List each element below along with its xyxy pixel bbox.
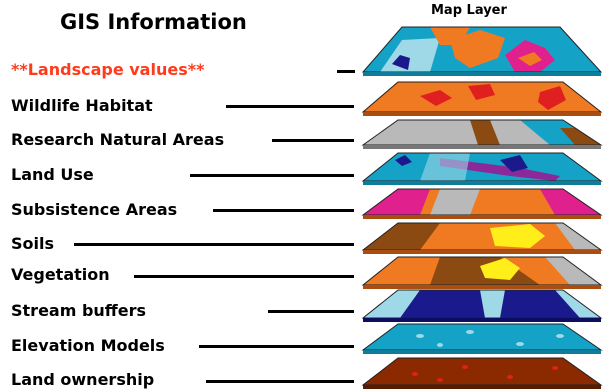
- connector-line: [337, 70, 355, 73]
- layer-soils: [363, 223, 601, 250]
- connector-line: [272, 139, 354, 142]
- layer-elevation-models: [363, 324, 601, 350]
- layer-label-vegetation: Vegetation: [11, 265, 110, 284]
- page-title: GIS Information: [60, 10, 247, 34]
- layer-land-use: [363, 153, 601, 181]
- layer-label-elevation-models: Elevation Models: [11, 336, 165, 355]
- connector-line: [226, 105, 354, 108]
- layer-label-land-ownership: Land ownership: [11, 370, 155, 389]
- layer-label-research-natural-areas: Research Natural Areas: [11, 130, 225, 149]
- layer-landscape-values: [363, 27, 601, 72]
- connector-line: [268, 310, 354, 313]
- layer-label-landscape-values: **Landscape values**: [11, 60, 205, 79]
- layer-label-land-use: Land Use: [11, 165, 94, 184]
- layer-land-ownership: [363, 358, 601, 385]
- layer-vegetation: [363, 257, 601, 285]
- connector-line: [213, 209, 354, 212]
- layer-subsistence-areas: [363, 189, 601, 215]
- layer-label-subsistence-areas: Subsistence Areas: [11, 200, 178, 219]
- connector-line: [190, 174, 354, 177]
- connector-line: [134, 275, 354, 278]
- layer-stream-buffers: [363, 290, 601, 318]
- layer-label-wildlife-habitat: Wildlife Habitat: [11, 96, 153, 115]
- layer-label-soils: Soils: [11, 234, 55, 253]
- connector-line: [74, 243, 354, 246]
- layer-wildlife-habitat: [363, 82, 601, 112]
- connector-line: [206, 380, 354, 383]
- layer-label-stream-buffers: Stream buffers: [11, 301, 147, 320]
- connector-line: [199, 345, 354, 348]
- layer-research-natural-areas: [363, 120, 601, 145]
- map-layer-title: Map Layer: [431, 3, 507, 18]
